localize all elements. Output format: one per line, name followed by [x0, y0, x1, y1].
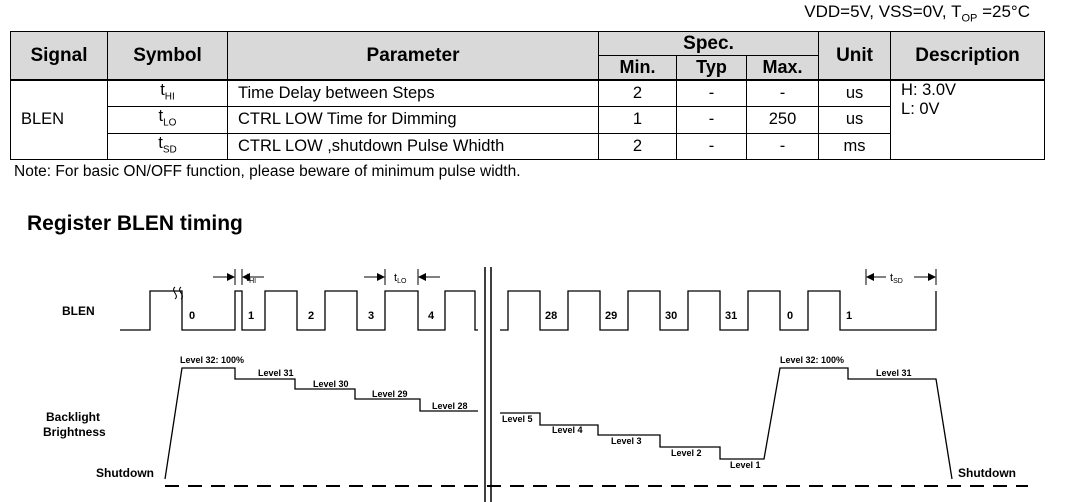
min-cell: 2 [598, 132, 677, 160]
symbol-cell: tLO [107, 106, 228, 134]
min-cell: 2 [598, 79, 677, 108]
level-label: Level 32: 100% [180, 355, 244, 365]
timing-spec-table: Signal Symbol Parameter Spec. Unit Descr… [10, 31, 1046, 160]
brightness-label-line1: Backlight [46, 410, 100, 424]
max-cell: 250 [745, 106, 820, 134]
pulse-number: 28 [545, 310, 557, 322]
level-label: Level 31 [876, 368, 912, 378]
level-label: Level 4 [552, 425, 583, 435]
brightness-curve-left [164, 367, 478, 480]
symbol-cell: tSD [107, 132, 228, 160]
header-spec: Spec. [597, 31, 820, 56]
blen-signal-label: BLEN [62, 304, 95, 318]
header-parameter: Parameter [227, 31, 599, 81]
symbol-cell: tHI [107, 79, 228, 108]
header-symbol: Symbol [107, 31, 228, 81]
pulse-number: 1 [846, 310, 852, 322]
blen-timing-diagram: BLEN Backlight Brightness Shutdown Shutd… [43, 267, 1028, 502]
brightness-label-line2: Brightness [43, 425, 106, 439]
level-label: Level 32: 100% [780, 355, 844, 365]
blen-waveform-left [120, 290, 478, 331]
max-cell: - [745, 132, 820, 160]
header-min: Min. [598, 55, 677, 81]
typ-cell: - [676, 79, 747, 108]
shutdown-left-label: Shutdown [96, 466, 154, 480]
header-unit: Unit [818, 31, 892, 81]
pulse-number: 0 [787, 310, 793, 322]
min-cell: 1 [598, 106, 677, 134]
t-hi-annotation: tHI [246, 272, 256, 285]
table-row: tSD CTRL LOW ,shutdown Pulse Whidth 2 - … [11, 132, 1045, 160]
table-row: BLEN tHI Time Delay between Steps 2 - - … [10, 78, 1046, 160]
pulse-number: 31 [725, 310, 737, 322]
pulse-number: 3 [368, 310, 374, 322]
unit-cell: us [818, 79, 892, 108]
level-label: Level 31 [258, 368, 294, 378]
typ-cell: - [676, 106, 747, 134]
level-label: Level 5 [502, 414, 533, 424]
header-max: Max. [745, 55, 820, 81]
pulse-number: 4 [428, 310, 435, 322]
brightness-curve-right [500, 367, 953, 480]
operating-conditions: VDD=5V, VSS=0V, TOP =25°C [804, 2, 1030, 25]
pulse-number: 0 [189, 310, 195, 322]
level-label: Level 1 [730, 460, 761, 470]
parameter-cell: CTRL LOW ,shutdown Pulse Whidth [227, 132, 599, 160]
level-label: Level 2 [671, 448, 702, 458]
pulse-number: 29 [605, 310, 617, 322]
blen-waveform-right [500, 290, 937, 331]
shutdown-right-label: Shutdown [958, 466, 1016, 480]
header-description: Description [890, 31, 1046, 81]
section-heading: Register BLEN timing [27, 212, 243, 235]
t-sd-annotation: tSD [890, 272, 903, 285]
typ-cell: - [676, 132, 747, 160]
header-signal: Signal [10, 31, 108, 81]
signal-cell: BLEN [10, 78, 108, 160]
parameter-cell: CTRL LOW Time for Dimming [227, 106, 599, 134]
level-label: Level 3 [611, 436, 642, 446]
parameter-cell: Time Delay between Steps [227, 79, 599, 108]
level-label: Level 30 [313, 379, 349, 389]
unit-cell: us [818, 106, 892, 134]
level-label: Level 29 [372, 389, 408, 399]
max-cell: - [745, 79, 820, 108]
pulse-number: 2 [308, 310, 314, 322]
description-cell: H: 3.0V L: 0V [890, 78, 1046, 160]
unit-cell: ms [818, 132, 892, 160]
break-mark-icon [173, 286, 183, 300]
header-typ: Typ [676, 55, 747, 81]
pulse-number: 30 [665, 310, 677, 322]
level-label: Level 28 [432, 401, 468, 411]
pulse-number: 1 [248, 310, 254, 322]
t-lo-annotation: tLO [394, 272, 407, 285]
table-row: tLO CTRL LOW Time for Dimming 1 - 250 us [11, 106, 1045, 134]
table-note: Note: For basic ON/OFF function, please … [14, 163, 521, 180]
